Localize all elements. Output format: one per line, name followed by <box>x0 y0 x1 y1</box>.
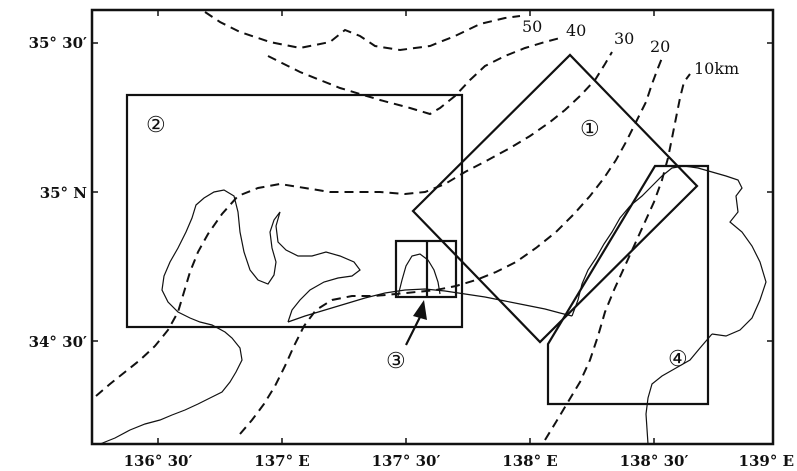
region-label-2: ② <box>146 113 166 138</box>
lon-label-139e: 139° E <box>739 452 794 470</box>
region-1-box <box>411 53 699 344</box>
lon-label-13830: 138° 30′ <box>620 452 689 470</box>
river-line <box>645 333 713 445</box>
contour-label-50: 50 <box>522 17 542 36</box>
contour-label-30: 30 <box>614 29 634 48</box>
contour-label-40: 40 <box>566 21 586 40</box>
lon-label-138e: 138° E <box>502 452 557 470</box>
coastline-south <box>287 288 573 323</box>
contour-30 <box>95 51 613 397</box>
depth-contours <box>95 11 691 441</box>
map-frame <box>90 8 775 446</box>
lon-label-137e: 137° E <box>254 452 309 470</box>
region-2-box <box>125 93 464 329</box>
lon-label-13630: 136° 30′ <box>124 452 193 470</box>
region-label-3: ③ <box>386 349 406 374</box>
region-4-box <box>546 164 710 406</box>
contour-50 <box>204 11 521 52</box>
lon-label-13730: 137° 30′ <box>372 452 441 470</box>
bay-inner <box>397 253 441 297</box>
study-regions <box>125 53 710 406</box>
contour-label-20: 20 <box>650 37 670 56</box>
lat-label-3430: 34° 30′ <box>29 333 87 351</box>
region-label-1: ① <box>580 117 600 142</box>
tick-marks <box>92 10 773 444</box>
coastline-southwest <box>99 189 361 445</box>
region-3-arrow <box>405 300 427 346</box>
contour-label-10km: 10km <box>694 59 739 78</box>
coastline <box>99 165 767 445</box>
lat-label-3530: 35° 30′ <box>29 34 87 52</box>
contour-10 <box>544 73 691 441</box>
contour-40 <box>267 37 561 116</box>
lat-label-35n: 35° N <box>40 184 88 202</box>
contour-20 <box>239 57 663 435</box>
coastline-east <box>571 165 767 337</box>
region-label-4: ④ <box>668 347 688 372</box>
